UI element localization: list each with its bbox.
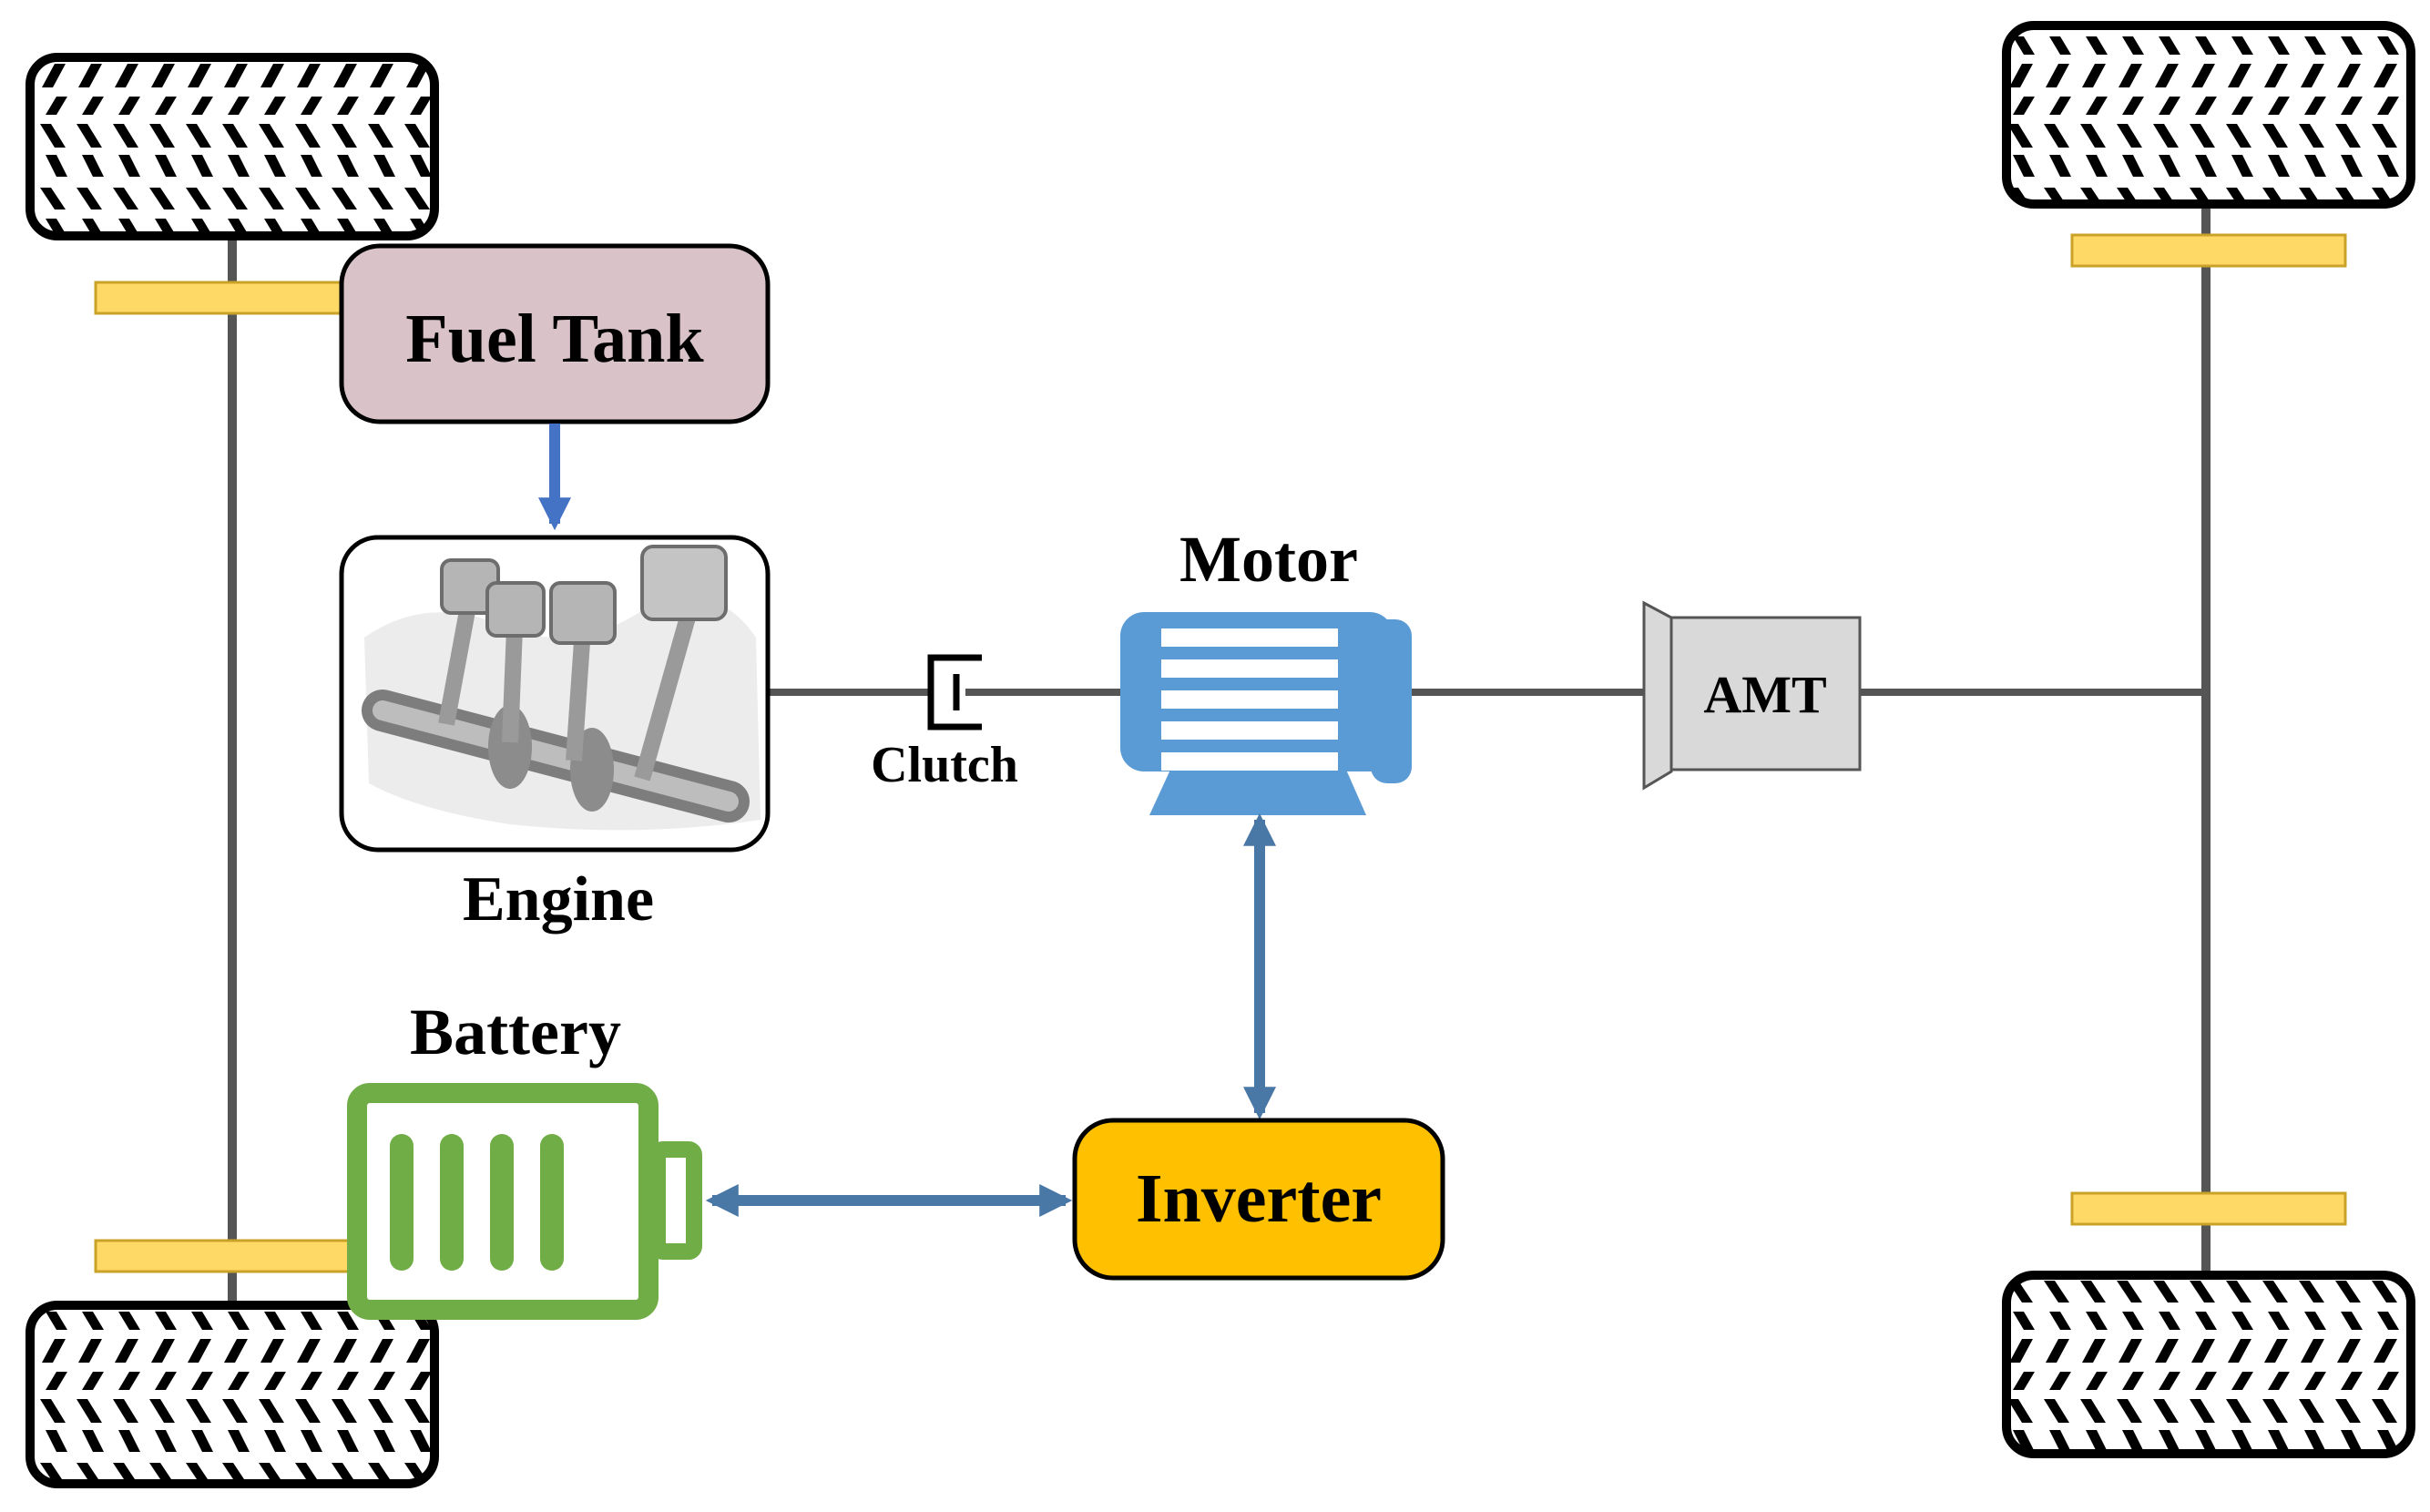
- electric-motor-icon: [1120, 612, 1412, 815]
- fuel-tank-label: Fuel Tank: [405, 301, 704, 377]
- engine-label: Engine: [463, 864, 654, 935]
- brake-plate-rear-left: [94, 1239, 371, 1273]
- tire-icon: [2002, 21, 2415, 209]
- tire-icon: [26, 53, 439, 240]
- fuel-tank-box: Fuel Tank: [339, 243, 771, 424]
- battery-icon: [347, 1083, 702, 1320]
- brake-plate-front-right: [2070, 233, 2347, 268]
- brake-plate-front-left: [94, 281, 371, 315]
- engine-box: [339, 535, 771, 853]
- gearbox-icon: [1642, 600, 1862, 791]
- brake-plate-rear-right: [2070, 1191, 2347, 1226]
- tire-icon: [2002, 1271, 2415, 1458]
- clutch-label: Clutch: [871, 737, 1018, 793]
- engine-pistons-icon: [362, 545, 750, 822]
- inverter-label: Inverter: [1136, 1160, 1382, 1237]
- tire-icon: [26, 1301, 439, 1488]
- battery-label: Battery: [410, 996, 621, 1068]
- inverter-box: Inverter: [1072, 1118, 1445, 1281]
- clutch-icon: [927, 654, 982, 730]
- motor-label: Motor: [1179, 523, 1358, 596]
- amt-label: AMT: [1703, 665, 1826, 724]
